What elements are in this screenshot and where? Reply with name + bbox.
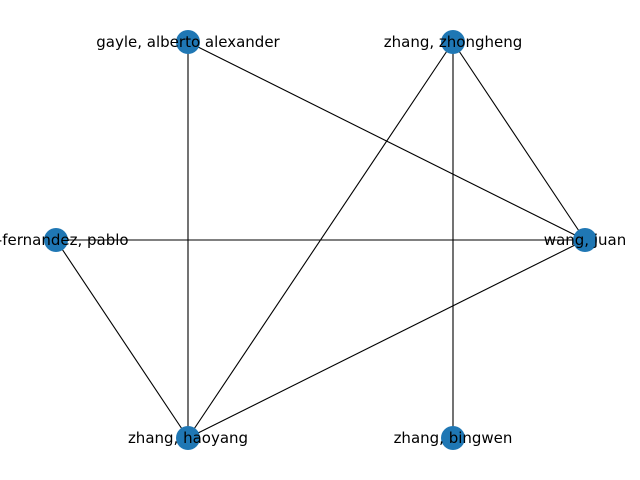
nodes-layer bbox=[44, 30, 597, 450]
edge-zhongheng-juan bbox=[452, 41, 586, 241]
node-juan bbox=[573, 228, 597, 252]
labels-layer: gayle, alberto alexander zhang, zhongheng… bbox=[0, 33, 626, 447]
edge-pablo-haoyang bbox=[55, 239, 189, 439]
node-label-gayle: gayle, alberto alexander bbox=[96, 33, 280, 51]
node-label-bingwen: zhang, bingwen bbox=[394, 429, 513, 447]
edge-juan-haoyang bbox=[187, 239, 586, 439]
node-label-pablo: al-fernandez, pablo bbox=[0, 231, 129, 249]
node-label-zhongheng: zhang, zhongheng bbox=[384, 33, 523, 51]
node-pablo bbox=[44, 228, 68, 252]
node-gayle bbox=[176, 30, 200, 54]
node-label-juan: wang, juan bbox=[544, 231, 626, 249]
edges-layer bbox=[55, 41, 586, 439]
node-zhongheng bbox=[441, 30, 465, 54]
node-label-haoyang: zhang, haoyang bbox=[128, 429, 248, 447]
node-haoyang bbox=[176, 426, 200, 450]
node-bingwen bbox=[441, 426, 465, 450]
